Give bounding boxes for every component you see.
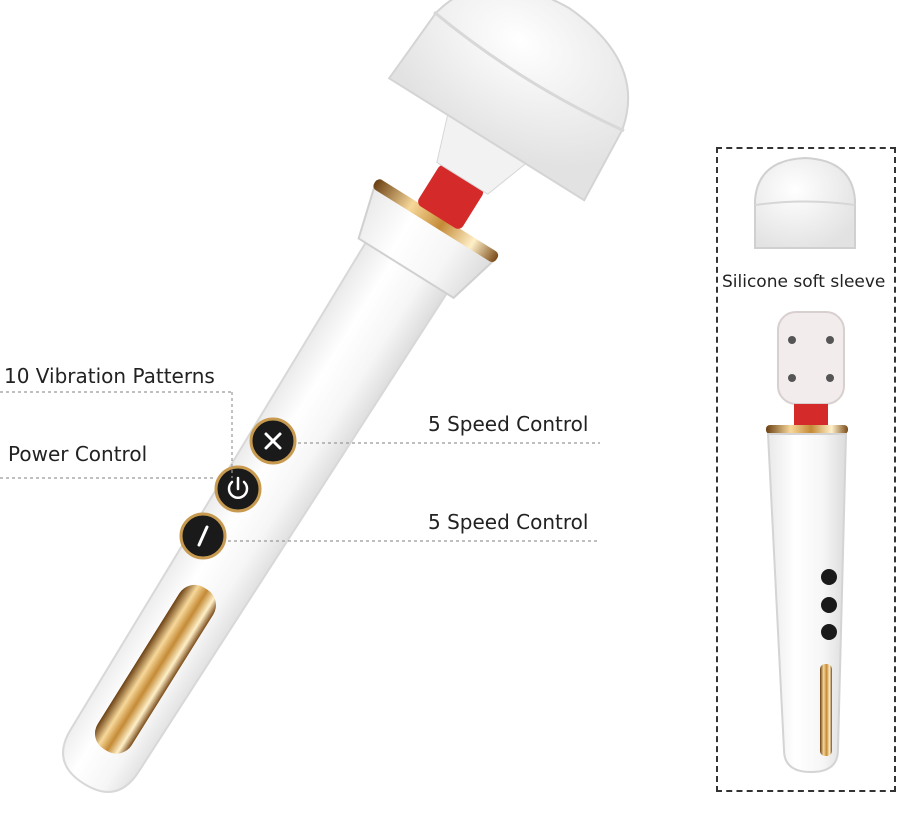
gold-ring xyxy=(373,179,499,263)
wand-inset xyxy=(766,311,848,774)
gold-window xyxy=(94,584,216,754)
inset-frame xyxy=(716,147,896,792)
silicone-sleeve xyxy=(754,156,856,249)
wand-main xyxy=(62,0,630,793)
button-plus[interactable] xyxy=(249,417,297,465)
sleeve-label: Silicone soft sleeve xyxy=(722,272,886,292)
callout-lines xyxy=(0,391,600,542)
power-icon xyxy=(227,476,249,499)
callout-speed-minus: 5 Speed Control xyxy=(428,510,589,534)
callout-speed-plus: 5 Speed Control xyxy=(428,412,589,436)
minus-icon xyxy=(197,525,209,547)
callout-vibration-patterns: 10 Vibration Patterns xyxy=(4,364,215,388)
plus-icon xyxy=(264,432,282,450)
button-minus[interactable] xyxy=(179,512,227,560)
callout-power-control: Power Control xyxy=(8,442,148,466)
button-power[interactable] xyxy=(214,465,262,513)
wand-head xyxy=(387,0,630,202)
